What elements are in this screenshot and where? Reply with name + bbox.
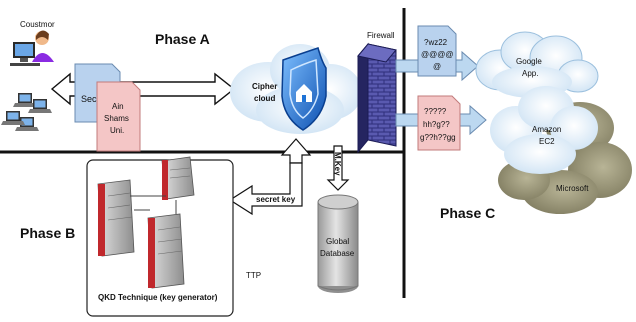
cipher-doc1-line1: ?wz22 (424, 38, 448, 47)
server-connector (130, 195, 177, 214)
server-icon (97, 179, 135, 257)
global-db-line2: Database (320, 249, 355, 258)
phase-c-label: Phase C (440, 205, 495, 221)
laptop-icon (28, 99, 52, 113)
customer-label: Coustmor (20, 20, 55, 29)
server-icon (147, 213, 185, 289)
phase-a-label: Phase A (155, 31, 210, 47)
document-icon (417, 95, 461, 151)
ttp-label: TTP (246, 271, 261, 280)
amazon-line2: EC2 (539, 137, 555, 146)
google-line2: App. (522, 69, 538, 78)
ain-doc-line1: Ain (112, 102, 124, 111)
secu-doc-label: Secu (81, 94, 102, 104)
cipher-doc1-line2: @@@@ (421, 50, 453, 59)
customer-icon (10, 30, 54, 66)
secret-key-label: secret key (256, 195, 296, 204)
document-icon (96, 81, 141, 152)
google-line1: Google (516, 57, 542, 66)
amazon-line1: Amazon (532, 125, 561, 134)
phase-b-label: Phase B (20, 225, 75, 241)
m-key-label: M.Key (333, 152, 342, 176)
cipher-doc2-line2: hh?g?? (423, 120, 450, 129)
cipher-doc1-line3: @ (433, 62, 441, 71)
firewall-label: Firewall (367, 31, 395, 40)
cipher-cloud-label-2: cloud (254, 94, 275, 103)
up-arrow (280, 138, 312, 164)
qkd-label: QKD Technique (key generator) (98, 293, 218, 302)
m-key-arrow (326, 145, 350, 191)
ain-doc-line2: Shams (104, 114, 129, 123)
laptop-icon (1, 111, 25, 125)
database-icon (317, 194, 359, 293)
cipher-cloud-label-1: Cipher (252, 82, 277, 91)
amazon-cloud-icon (490, 86, 598, 174)
microsoft-label: Microsoft (556, 184, 589, 193)
cipher-doc2-line1: ????? (424, 107, 447, 116)
shield-icon (281, 47, 327, 131)
firewall-icon (357, 42, 397, 154)
server-icon (161, 156, 195, 200)
document-icon (417, 25, 457, 77)
laptop-icon (13, 93, 37, 107)
laptop-icon (15, 117, 39, 131)
ain-doc-line3: Uni. (110, 126, 124, 135)
global-db-line1: Global (326, 237, 349, 246)
secret-key-connector (228, 162, 303, 216)
cipher-doc2-line3: g??h??gg (420, 133, 456, 142)
